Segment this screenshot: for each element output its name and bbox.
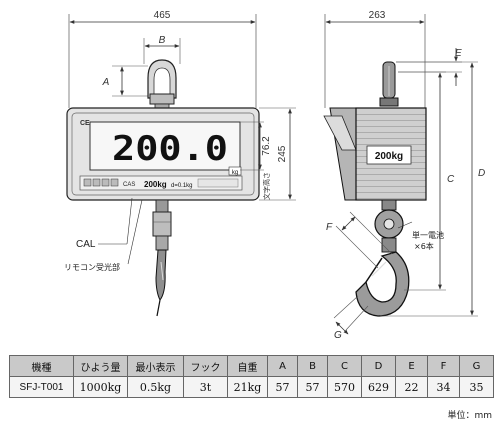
- spec-cell-d: 629: [361, 376, 396, 398]
- spec-header-cell: 自重: [227, 355, 268, 377]
- drawing-canvas: 465 B A CE 200: [64, 10, 485, 341]
- spec-cell-capacity: 1000kg: [73, 376, 128, 398]
- callout-remote-label: リモコン受光部: [64, 262, 120, 272]
- front-hook: [152, 199, 172, 317]
- spec-header-row: 機種 ひよう量 最小表示 フック 自重 A B C D E F G: [9, 355, 494, 377]
- ce-mark: CE: [80, 120, 90, 127]
- spec-header-cell: 機種: [9, 355, 74, 377]
- dimension-b-label: B: [159, 35, 166, 46]
- spec-header-cell: ひよう量: [73, 355, 128, 377]
- battery-note-line2: ×6本: [414, 241, 434, 251]
- side-view: 263 200kg 単一電池: [323, 10, 485, 341]
- dimension-a: A: [102, 65, 148, 97]
- dimension-d: D: [380, 61, 485, 317]
- spec-header-cell: C: [327, 355, 362, 377]
- callout-cal: CAL: [76, 197, 133, 250]
- char-height-value: 76.2: [261, 136, 272, 156]
- panel-division: d=0.1kg: [171, 183, 193, 189]
- dimension-e: E: [396, 48, 462, 86]
- spec-header-cell: D: [361, 355, 396, 377]
- spec-cell-hook: 3t: [183, 376, 228, 398]
- unit-note: 単位：mm: [447, 411, 492, 421]
- front-view: 465 B A CE 200: [64, 10, 296, 317]
- battery-note-line1: 単一電池: [412, 230, 444, 240]
- spec-header-cell: フック: [183, 355, 228, 377]
- side-hook: [355, 199, 410, 317]
- dimension-c-label: C: [447, 174, 455, 185]
- lcd-unit: kg: [232, 170, 238, 176]
- side-label: 200kg: [375, 151, 403, 162]
- dimension-depth-label: 263: [369, 10, 386, 21]
- dimension-height: 245: [259, 107, 296, 201]
- spec-cell-e: 22: [395, 376, 428, 398]
- height-value: 245: [277, 145, 288, 162]
- spec-header-cell: F: [427, 355, 460, 377]
- table-row: SFJ-T001 1000kg 0.5kg 3t 21kg 57 57 570 …: [9, 376, 494, 398]
- spec-table: 機種 ひよう量 最小表示 フック 自重 A B C D E F G SFJ-T0…: [9, 355, 494, 398]
- panel-capacity: 200kg: [144, 180, 167, 189]
- spec-cell-g: 35: [459, 376, 494, 398]
- dimension-e-label: E: [455, 48, 462, 59]
- side-body: 200kg: [323, 107, 427, 201]
- spec-cell-c: 570: [327, 376, 362, 398]
- spec-cell-a: 57: [267, 376, 298, 398]
- battery-note: 単一電池 ×6本: [397, 221, 444, 251]
- dimension-d-label: D: [478, 168, 485, 179]
- dimension-g-label: G: [334, 330, 342, 341]
- dimension-b: B: [143, 35, 181, 64]
- dimension-width-label: 465: [154, 10, 171, 21]
- spec-cell-weight: 21kg: [227, 376, 268, 398]
- callout-remote: リモコン受光部: [64, 199, 143, 272]
- spec-cell-min-display: 0.5kg: [127, 376, 184, 398]
- top-shackle: [147, 59, 177, 111]
- dimension-a-label: A: [102, 77, 110, 88]
- dimension-f-label: F: [326, 222, 333, 233]
- char-height-label: 文字高さ: [262, 172, 271, 200]
- spec-header-cell: 最小表示: [127, 355, 184, 377]
- dimension-c: C: [398, 71, 455, 291]
- dimension-char-height: 76.2 文字高さ: [240, 121, 272, 200]
- spec-header-cell: E: [395, 355, 428, 377]
- spec-header-cell: A: [267, 355, 298, 377]
- spec-header-cell: B: [297, 355, 328, 377]
- dimension-f: F: [326, 211, 393, 269]
- side-top-eye: [379, 61, 399, 107]
- dimension-g: G: [333, 295, 369, 341]
- callout-cal-label: CAL: [76, 239, 96, 250]
- dimension-width: 465: [68, 10, 257, 108]
- dimension-depth: 263: [324, 10, 426, 108]
- spec-cell-b: 57: [297, 376, 328, 398]
- panel-buttons: [83, 178, 119, 187]
- lcd-reading: 200.0: [112, 129, 228, 169]
- spec-cell-f: 34: [427, 376, 460, 398]
- scale-body: CE 200.0 kg CAS 200kg d=0.1kg: [66, 107, 260, 201]
- spec-header-cell: G: [459, 355, 494, 377]
- spec-cell-model: SFJ-T001: [9, 376, 74, 398]
- brand-mark: CAS: [123, 182, 135, 188]
